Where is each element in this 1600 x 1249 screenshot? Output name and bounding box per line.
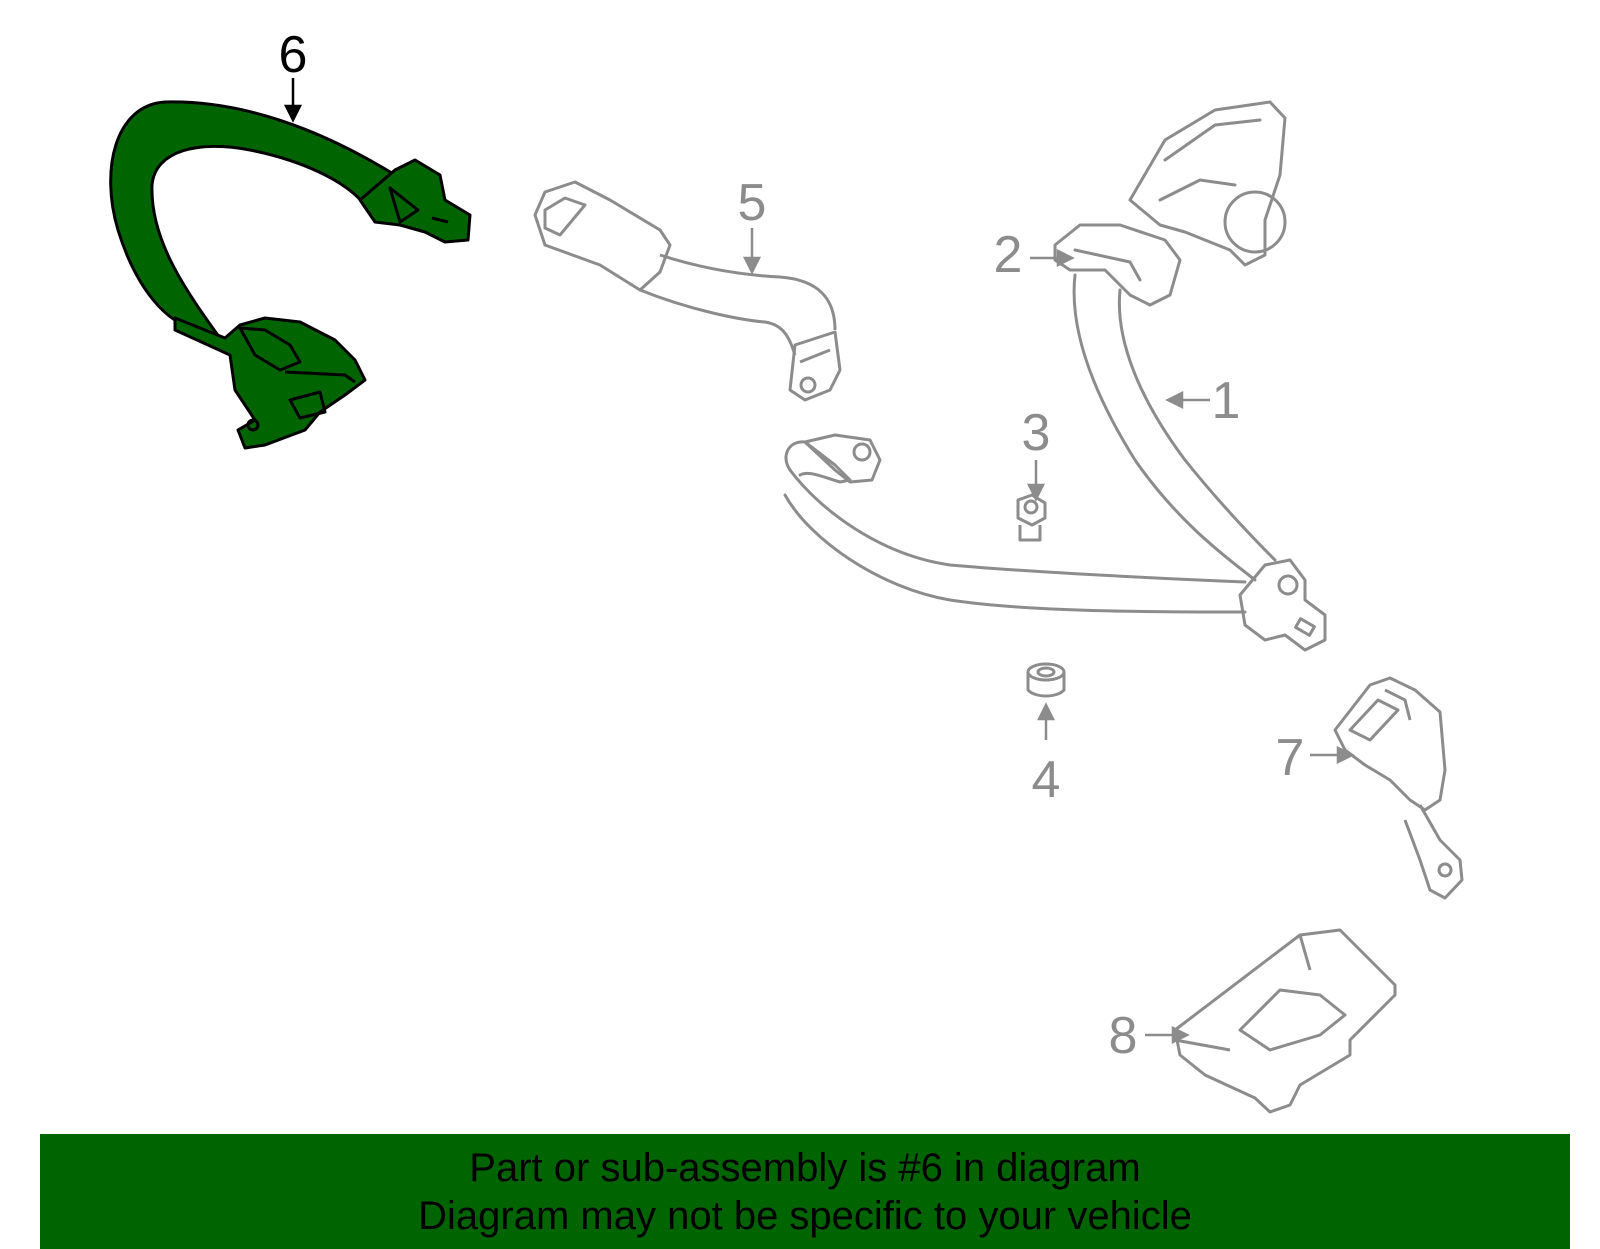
arrow-1 — [1165, 390, 1210, 410]
callout-1[interactable]: 1 — [1212, 372, 1241, 430]
callout-4[interactable]: 4 — [1032, 751, 1061, 809]
part-7-buckle[interactable] — [1333, 676, 1464, 900]
banner-line-disclaimer: Diagram may not be specific to your vehi… — [418, 1193, 1192, 1238]
arrow-3 — [1026, 460, 1046, 502]
arrow-5 — [742, 228, 762, 275]
part-3-bolt[interactable] — [1016, 493, 1047, 542]
callout-arrows — [283, 78, 1355, 1045]
info-banner: Part or sub-assembly is #6 in diagram Di… — [40, 1134, 1570, 1249]
part-8-cover[interactable] — [1173, 928, 1397, 1114]
callout-6[interactable]: 6 — [279, 26, 308, 84]
part-5-buckle[interactable] — [533, 180, 842, 402]
banner-line-part-info: Part or sub-assembly is #6 in diagram — [469, 1145, 1141, 1190]
arrow-8 — [1145, 1025, 1190, 1045]
callout-8[interactable]: 8 — [1109, 1007, 1138, 1065]
callout-5[interactable]: 5 — [738, 174, 767, 232]
callout-3[interactable]: 3 — [1022, 404, 1051, 462]
arrow-2 — [1030, 248, 1075, 268]
part-6-seat-belt-assembly[interactable] — [109, 100, 472, 450]
callout-labels: 6 5 2 1 3 4 7 8 — [279, 26, 1305, 1065]
arrow-7 — [1310, 745, 1355, 765]
part-4-nut[interactable] — [1026, 662, 1066, 698]
arrow-6 — [283, 78, 303, 123]
parts-diagram: 6 5 2 1 3 4 7 8 — [109, 26, 1464, 1114]
callout-2[interactable]: 2 — [994, 226, 1023, 284]
part-1-seat-belt[interactable] — [783, 100, 1327, 652]
arrow-4 — [1036, 702, 1056, 740]
callout-7[interactable]: 7 — [1276, 729, 1305, 787]
